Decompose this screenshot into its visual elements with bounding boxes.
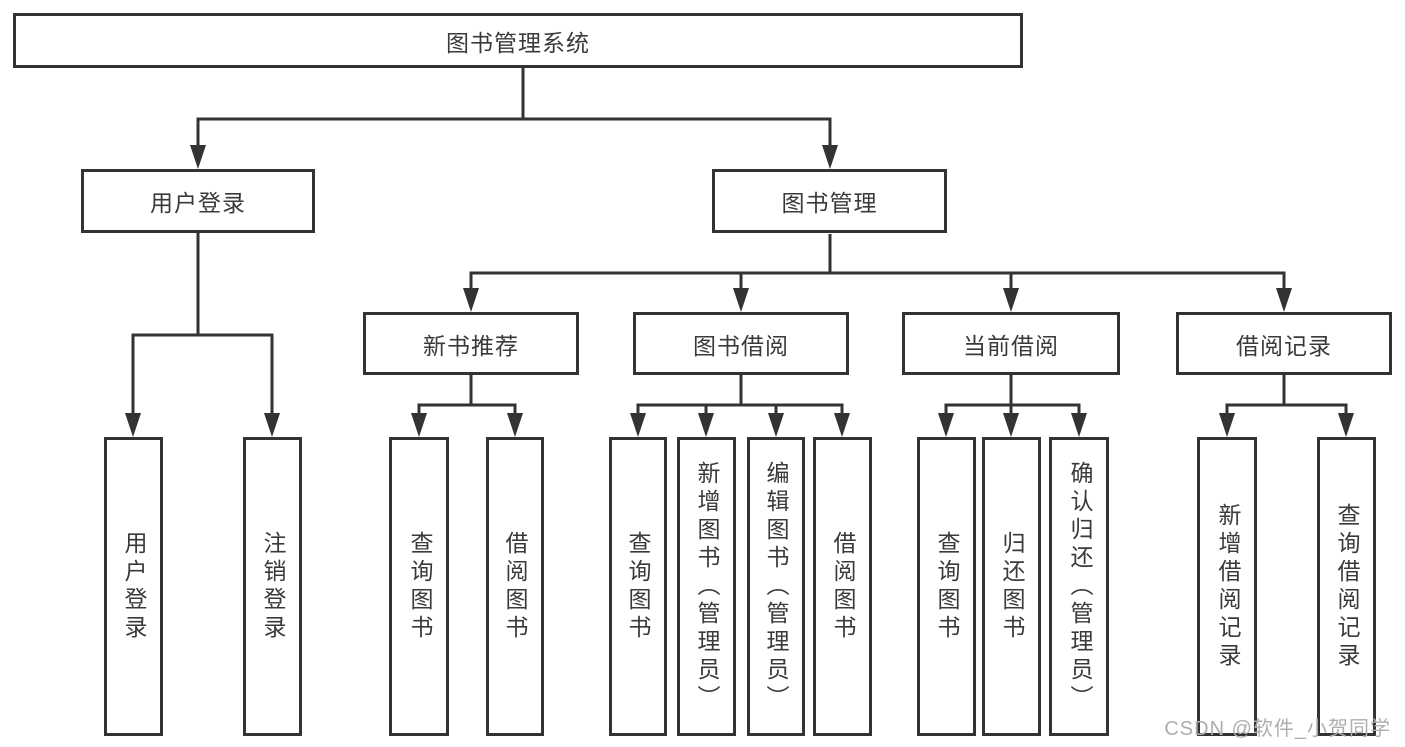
leaf-query-books-borrow: 查询图书 — [609, 437, 667, 736]
leaf-query-borrow-record: 查询借阅记录 — [1317, 437, 1376, 736]
node-new-book-recommend: 新书推荐 — [363, 312, 579, 375]
node-library-system: 图书管理系统 — [13, 13, 1023, 68]
leaf-add-borrow-record: 新增借阅记录 — [1197, 437, 1257, 736]
node-borrow-records: 借阅记录 — [1176, 312, 1392, 375]
watermark: CSDN @软件_小贺同学 — [1164, 718, 1391, 740]
leaf-confirm-return-admin: 确认归还（管理员） — [1049, 437, 1109, 736]
leaf-return-books: 归还图书 — [982, 437, 1041, 736]
leaf-borrow-books: 借阅图书 — [813, 437, 872, 736]
leaf-edit-book-admin: 编辑图书（管理员） — [747, 437, 805, 736]
leaf-query-books-current: 查询图书 — [917, 437, 976, 736]
leaf-borrow-books-recommend: 借阅图书 — [486, 437, 544, 736]
leaf-add-book-admin: 新增图书（管理员） — [677, 437, 736, 736]
node-user-login: 用户登录 — [81, 169, 315, 233]
leaf-logout: 注销登录 — [243, 437, 302, 736]
node-book-management: 图书管理 — [712, 169, 947, 233]
node-book-borrow: 图书借阅 — [633, 312, 849, 375]
leaf-user-login: 用户登录 — [104, 437, 163, 736]
node-current-borrow: 当前借阅 — [902, 312, 1120, 375]
leaf-query-books-recommend: 查询图书 — [389, 437, 449, 736]
